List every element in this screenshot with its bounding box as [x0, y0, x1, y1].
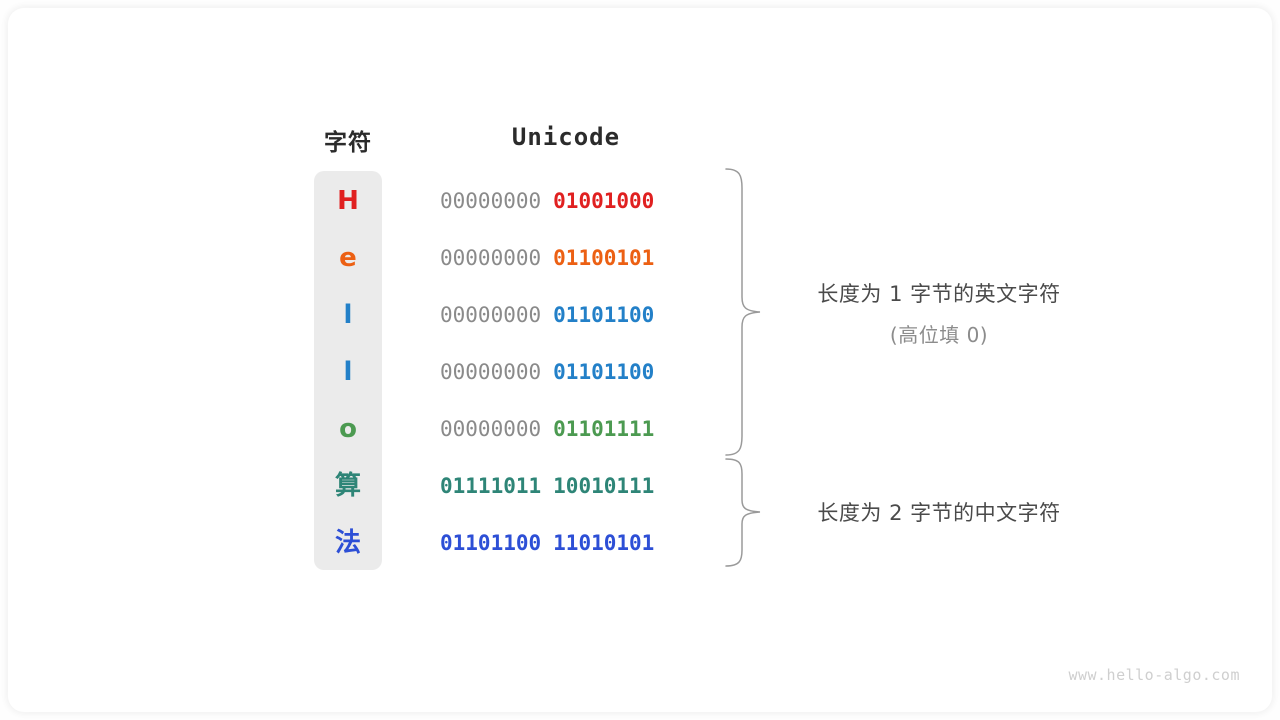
annotation-one-byte-text: 长度为 1 字节的英文字符	[817, 282, 1061, 306]
annotation-one-byte-subtext: (高位填 0)	[889, 323, 989, 347]
column-header-unicode: Unicode	[511, 123, 621, 151]
row-character: 算	[334, 470, 361, 501]
row-high-byte: 01101100	[440, 530, 542, 555]
character-row: H 00000000 01001000	[314, 172, 694, 229]
row-high-byte: 00000000	[440, 416, 542, 441]
row-unicode-bits: 00000000 01101100	[440, 343, 694, 400]
annotation-one-byte: 长度为 1 字节的英文字符 (高位填 0)	[774, 278, 1104, 348]
brace-two-byte	[725, 458, 761, 567]
character-row: o 00000000 01101111	[314, 400, 694, 457]
character-column-background	[314, 171, 382, 570]
row-high-byte: 00000000	[440, 188, 542, 213]
watermark: www.hello-algo.com	[1068, 666, 1240, 684]
row-unicode-bits: 00000000 01001000	[440, 172, 694, 229]
annotation-two-byte: 长度为 2 字节的中文字符	[774, 497, 1104, 527]
row-character: o	[339, 413, 357, 444]
row-high-byte: 00000000	[440, 302, 542, 327]
row-low-byte: 01001000	[553, 188, 655, 213]
row-unicode-bits: 00000000 01100101	[440, 229, 694, 286]
column-header-character: 字符	[324, 130, 372, 156]
row-high-byte: 00000000	[440, 245, 542, 270]
annotation-two-byte-text: 长度为 2 字节的中文字符	[817, 501, 1061, 525]
row-character: H	[337, 185, 359, 216]
row-character: e	[339, 242, 357, 273]
row-high-byte: 01111011	[440, 473, 542, 498]
row-low-byte: 01101100	[553, 302, 655, 327]
row-low-byte: 01100101	[553, 245, 655, 270]
row-low-byte: 01101100	[553, 359, 655, 384]
row-unicode-bits: 01111011 10010111	[440, 457, 694, 514]
row-character: 法	[334, 527, 361, 558]
row-unicode-bits: 00000000 01101100	[440, 286, 694, 343]
row-low-byte: 10010111	[553, 473, 655, 498]
row-low-byte: 11010101	[553, 530, 655, 555]
character-row: l 00000000 01101100	[314, 343, 694, 400]
character-row: l 00000000 01101100	[314, 286, 694, 343]
character-row: 法 01101100 11010101	[314, 514, 694, 571]
row-high-byte: 00000000	[440, 359, 542, 384]
brace-one-byte	[725, 168, 761, 456]
character-row: 算 01111011 10010111	[314, 457, 694, 514]
row-unicode-bits: 01101100 11010101	[440, 514, 694, 571]
row-character: l	[343, 299, 353, 330]
row-unicode-bits: 00000000 01101111	[440, 400, 694, 457]
row-low-byte: 01101111	[553, 416, 655, 441]
diagram-card: 字符 Unicode H 00000000 01001000 e 00000000 011…	[8, 8, 1272, 712]
character-row: e 00000000 01100101	[314, 229, 694, 286]
row-character: l	[343, 356, 353, 387]
